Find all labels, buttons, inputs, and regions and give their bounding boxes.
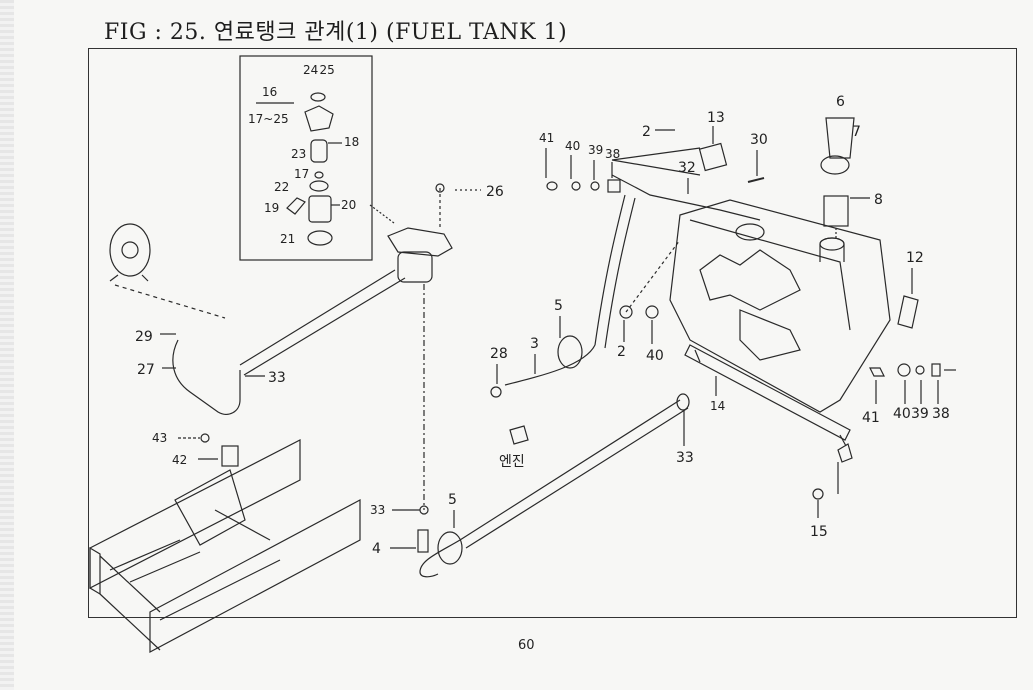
callout-41b: 41 <box>862 410 880 426</box>
callout-39b: 39 <box>911 406 929 422</box>
callout-5b: 5 <box>448 492 457 508</box>
fitting-set-top <box>546 179 621 193</box>
hose-return <box>594 194 626 346</box>
bracket-15 <box>837 443 853 463</box>
diagram-frame <box>88 48 1017 618</box>
callout-39a: 39 <box>588 143 603 157</box>
tank-rail-14 <box>684 344 851 441</box>
fuel-pump <box>109 223 226 319</box>
bracket-42 <box>221 445 239 467</box>
callout-33b: 33 <box>676 450 694 466</box>
return-pipe <box>611 174 761 221</box>
engine-label: 엔진 <box>499 454 525 470</box>
hose-29-27 <box>172 269 406 415</box>
fitting-2b <box>619 305 633 319</box>
callout-7: 7 <box>852 124 861 140</box>
callout-21: 21 <box>280 232 295 246</box>
hose-4 <box>417 529 429 553</box>
callout-3: 3 <box>530 336 539 352</box>
page-number: 60 <box>518 638 535 653</box>
inset-parts <box>286 92 395 246</box>
callout-24-25: 24 25 <box>303 63 335 77</box>
callout-8: 8 <box>874 192 883 208</box>
callout-40a: 40 <box>565 139 580 153</box>
chassis-frame <box>89 439 361 653</box>
fuel-tank <box>669 199 891 413</box>
callout-33c: 33 <box>370 503 385 517</box>
callout-38a: 38 <box>605 147 620 161</box>
engine-connector <box>509 425 529 445</box>
page-title: FIG : 25. 연료탱크 관계(1) (FUEL TANK 1) <box>104 20 568 45</box>
callout-19: 19 <box>264 201 279 215</box>
callout-5a: 5 <box>554 298 563 314</box>
callout-29: 29 <box>135 329 153 345</box>
callout-14: 14 <box>710 399 725 413</box>
fitting-set-right <box>869 363 956 377</box>
scan-edge <box>0 0 14 690</box>
callout-16: 16 <box>262 85 277 99</box>
bracket-13 <box>698 142 728 172</box>
washer-40b <box>645 305 659 319</box>
feed-pipe <box>419 393 690 578</box>
callout-2a: 2 <box>642 124 651 140</box>
callout-6: 6 <box>836 94 845 110</box>
callout-30: 30 <box>750 132 768 148</box>
clamp-5b <box>437 531 463 565</box>
callout-13: 13 <box>707 110 725 126</box>
callout-20: 20 <box>341 198 356 212</box>
callout-23: 23 <box>291 147 306 161</box>
clamp-5a <box>557 335 583 369</box>
bolt-15 <box>812 488 824 500</box>
leader-38a-fan <box>611 147 701 176</box>
callout-28: 28 <box>490 346 508 362</box>
callout-40b: 40 <box>646 348 664 364</box>
callout-15: 15 <box>810 524 828 540</box>
inset-border <box>239 55 373 261</box>
callout-12: 12 <box>906 250 924 266</box>
callout-4: 4 <box>372 541 381 557</box>
callout-42: 42 <box>172 453 187 467</box>
bolt-43 <box>200 433 210 443</box>
fuel-filter <box>387 183 453 283</box>
callout-38b: 38 <box>932 406 950 422</box>
callout-41a: 41 <box>539 131 554 145</box>
callout-26: 26 <box>486 184 504 200</box>
callout-40c: 40 <box>893 406 911 422</box>
strap-12 <box>897 295 919 329</box>
callout-43: 43 <box>152 431 167 445</box>
callout-22: 22 <box>274 180 289 194</box>
callout-17: 17 <box>294 167 309 181</box>
tank-cap-parts <box>820 117 855 240</box>
callout-17-25: 17~25 <box>248 112 289 126</box>
callout-27: 27 <box>137 362 155 378</box>
callout-2b: 2 <box>617 344 626 360</box>
callout-18: 18 <box>344 135 359 149</box>
callout-33a: 33 <box>268 370 286 386</box>
filter-inset: 24 25 16 17~25 18 23 17 22 19 20 21 <box>239 55 395 261</box>
clip-28 <box>490 386 502 398</box>
